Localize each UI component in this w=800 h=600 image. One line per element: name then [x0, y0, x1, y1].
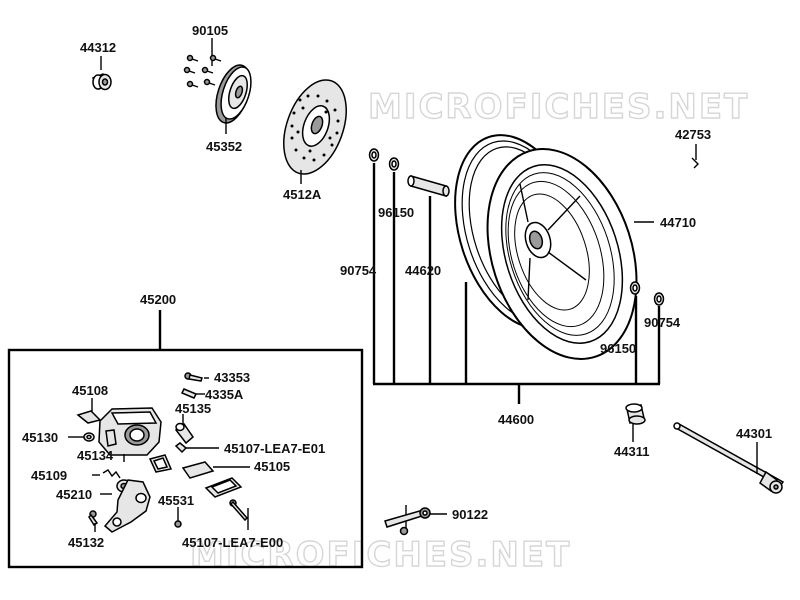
label-45107-lea7-e00[interactable]: 45107-LEA7-E00 — [182, 535, 283, 550]
bolt-45531-part — [174, 507, 182, 528]
label-90105[interactable]: 90105 — [192, 23, 228, 38]
pin-45107-e00-part — [229, 499, 249, 530]
label-44311[interactable]: 44311 — [614, 444, 649, 459]
label-45200[interactable]: 45200 — [140, 292, 176, 307]
pin-45135-part — [174, 414, 195, 445]
label-45531[interactable]: 45531 — [158, 493, 194, 508]
label-45134[interactable]: 45134 — [77, 448, 114, 463]
label-45108[interactable]: 45108 — [72, 383, 108, 398]
label-45352[interactable]: 45352 — [206, 139, 242, 154]
label-45105[interactable]: 45105 — [254, 459, 290, 474]
label-96150-top[interactable]: 96150 — [378, 205, 414, 220]
plate-45108-part — [76, 398, 102, 424]
bushing-44312-part — [91, 56, 112, 91]
label-45135[interactable]: 45135 — [175, 401, 211, 416]
label-44620[interactable]: 44620 — [405, 263, 441, 278]
disc-hub-45352-part — [215, 64, 252, 134]
valve-42753-part — [691, 144, 699, 169]
bolts-90105-part — [183, 38, 222, 88]
bracket-45210-part — [100, 479, 151, 533]
watermark-top: MICROFICHES.NET — [368, 87, 749, 127]
label-44710[interactable]: 44710 — [660, 215, 696, 230]
label-45130[interactable]: 45130 — [22, 430, 58, 445]
seal-90754-left-part — [368, 148, 380, 162]
axle-44301-part — [673, 422, 785, 494]
label-44600[interactable]: 44600 — [498, 412, 534, 427]
label-45109[interactable]: 45109 — [31, 468, 67, 483]
brake-disc-4512A-part — [283, 79, 347, 184]
spacer-44311-part — [625, 403, 646, 442]
label-96150-right[interactable]: 96150 — [600, 341, 636, 356]
bleeder-43353-part — [184, 372, 209, 382]
label-42753[interactable]: 42753 — [675, 127, 711, 142]
cap-4335A-part — [180, 388, 205, 399]
group-44600-bracket — [372, 163, 661, 404]
label-45132[interactable]: 45132 — [68, 535, 104, 550]
pad-45107-e01-part — [148, 442, 219, 473]
watermark-bottom: MICROFICHES.NET — [190, 535, 571, 575]
label-90122[interactable]: 90122 — [452, 507, 488, 522]
bearing-96150-right-part — [629, 281, 641, 295]
seal-90754-right-part — [653, 292, 665, 306]
wheel-44710-part — [454, 134, 654, 360]
bearing-96150-top-part — [388, 157, 400, 171]
boot-45130-part — [68, 432, 95, 442]
spring-45109-part — [92, 469, 121, 479]
bolt-90122-part — [384, 505, 447, 536]
bolt-45132-part — [88, 510, 99, 532]
label-44312[interactable]: 44312 — [80, 40, 116, 55]
caliper-assembly-box — [7, 348, 364, 569]
label-44301[interactable]: 44301 — [736, 426, 772, 441]
caliper-body-part — [98, 407, 162, 456]
label-4335A[interactable]: 4335A — [205, 387, 244, 402]
label-43353[interactable]: 43353 — [214, 370, 250, 385]
pad-45105-part — [181, 461, 250, 498]
label-45107-lea7-e01[interactable]: 45107-LEA7-E01 — [224, 441, 325, 456]
label-45210[interactable]: 45210 — [56, 487, 92, 502]
label-90754-left[interactable]: 90754 — [340, 263, 377, 278]
collar-44620-part — [407, 175, 450, 197]
label-4512A[interactable]: 4512A — [283, 187, 322, 202]
label-90754-right[interactable]: 90754 — [644, 315, 681, 330]
